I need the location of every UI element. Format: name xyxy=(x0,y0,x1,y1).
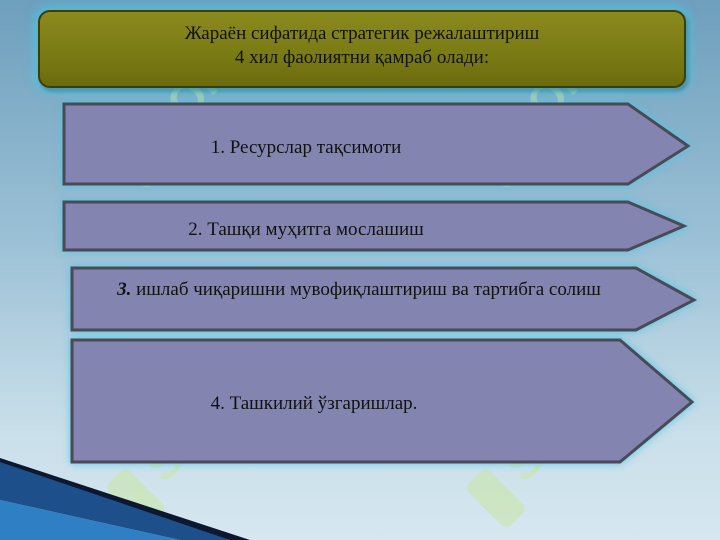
item-1-text: 1. Ресурслар тақсимоти xyxy=(210,137,402,158)
item-3-text: 3. ишлаб чиқаришни мувофиқлаштириш ва та… xyxy=(74,278,644,302)
arrow-shape-1 xyxy=(62,102,691,186)
arrow-shape-2 xyxy=(62,200,688,252)
arrow-shape-3 xyxy=(70,266,698,332)
item-4-text: 4. Ташкилий ўзгаришлар. xyxy=(210,393,418,414)
item-3-label: ишлаб чиқаришни мувофиқлаштириш ва тарти… xyxy=(131,279,601,300)
title-box: Жараён сифатида стратегик режалаштириш 4… xyxy=(38,10,686,88)
title-line-2: 4 хил фаолиятни қамраб олади: xyxy=(234,47,490,68)
title-line-1: Жараён сифатида стратегик режалаштириш xyxy=(184,23,540,44)
item-2-text: 2. Ташқи муҳитга мослашиш xyxy=(188,219,424,240)
arrow-shape-4 xyxy=(70,338,695,464)
corner-swoosh xyxy=(0,458,250,540)
item-3-number: 3. xyxy=(117,279,132,300)
